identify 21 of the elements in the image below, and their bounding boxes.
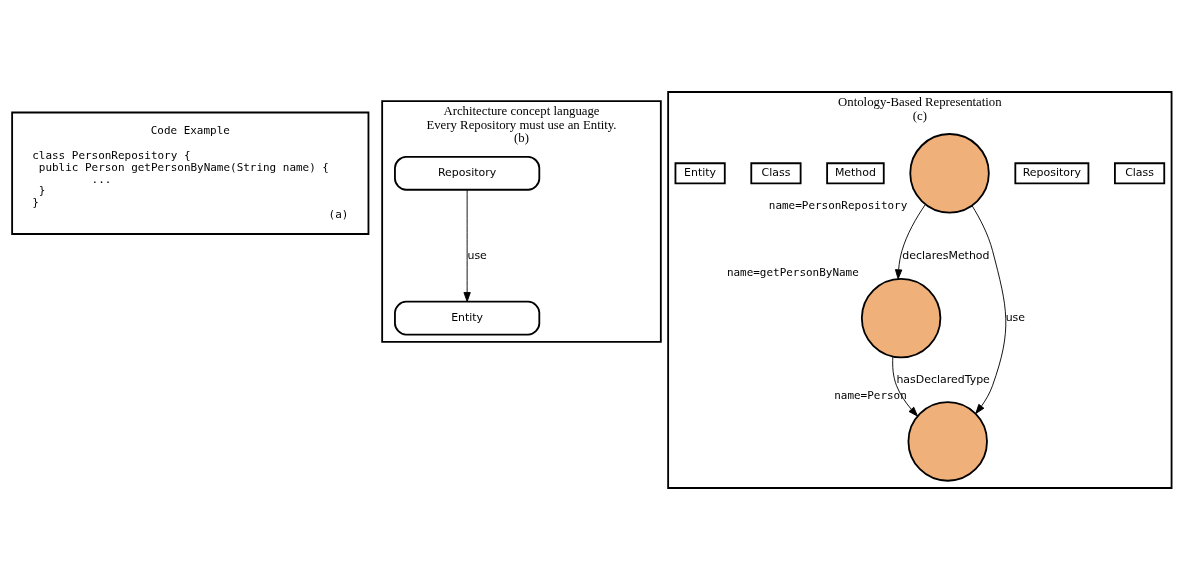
arrow	[892, 356, 919, 417]
arrow	[894, 204, 926, 280]
node-box: Repository	[394, 155, 541, 191]
node-label: name=PersonRepository	[768, 199, 908, 213]
node-label: name=Person	[834, 389, 907, 403]
node-circle	[860, 277, 942, 359]
edge-label: hasDeclaredType	[896, 372, 990, 386]
node-circle	[909, 133, 990, 214]
node-box: Repository	[1014, 162, 1090, 185]
node-label: name=getPersonByName	[726, 265, 859, 279]
arrow	[971, 205, 1007, 414]
edge-label: use	[467, 249, 487, 263]
node-box: Entity	[674, 162, 726, 185]
node-box: Method	[826, 162, 885, 185]
edge-label: declaresMethod	[902, 249, 990, 263]
node-box: Class	[1114, 162, 1166, 185]
edge-label: use	[1005, 310, 1026, 324]
node-box: Code Example class PersonRepository { public Person getPersonByName(String name) { ... } } (a)	[11, 111, 370, 235]
node-box: Entity	[394, 300, 541, 336]
arrow	[463, 189, 471, 303]
node-box: Class	[750, 162, 802, 185]
